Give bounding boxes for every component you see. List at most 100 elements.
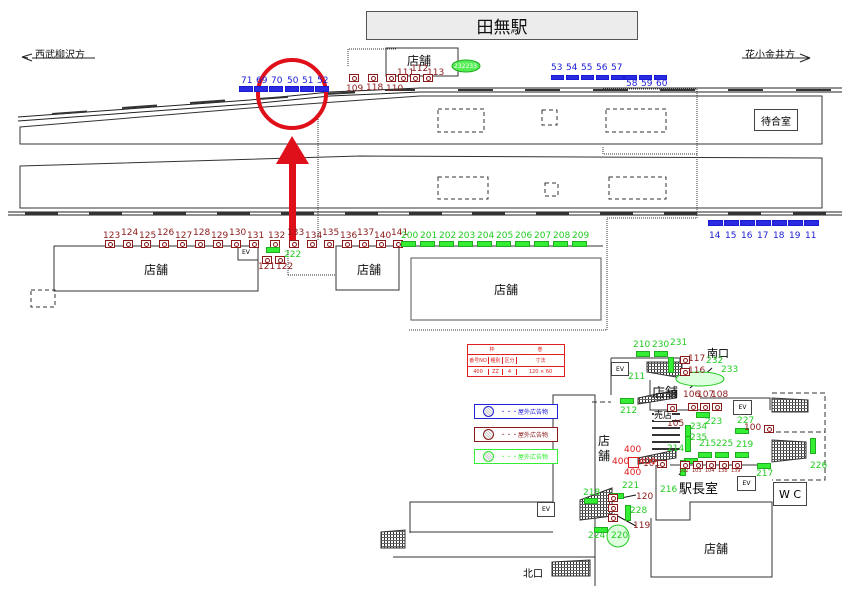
- red-ad-label: 400: [639, 457, 657, 467]
- brown-ad-marker-icon: [732, 461, 742, 469]
- brown-ad-marker-icon: [706, 461, 716, 469]
- red-ad-label: 400: [624, 445, 642, 455]
- brown-ad-marker-icon: [700, 403, 710, 411]
- arrow-right-icon: [742, 53, 811, 63]
- brown-ad-label: 112: [411, 64, 429, 74]
- station-master-room: 駅長室: [679, 482, 719, 497]
- spec-col-no: 番号NO: [468, 357, 489, 364]
- ev-label: EV: [733, 400, 752, 415]
- brown-ad-label: 127: [175, 231, 193, 241]
- green-ad-label: 227: [737, 416, 755, 426]
- brown-ad-label-small: 103: [692, 468, 702, 474]
- green-ad-marker: [515, 241, 530, 247]
- store-label-right: 店舗: [494, 283, 519, 297]
- blue-ad-label: 11: [805, 231, 817, 241]
- green-ad-marker: [625, 505, 631, 521]
- lower-platform-structures: [437, 176, 667, 200]
- blue-ad-label: 59: [641, 79, 653, 89]
- brown-ad-marker-icon: [275, 256, 285, 264]
- green-circle-ad-220: [606, 524, 630, 548]
- store-label-south: 店舗: [652, 386, 679, 401]
- store-label-vertical-2: 舗: [598, 449, 611, 463]
- direction-east: 花小金井方: [745, 50, 795, 61]
- brown-ad-label: 134: [305, 231, 323, 241]
- brown-ad-label: 110: [386, 84, 404, 94]
- brown-ad-label: 128: [193, 228, 211, 238]
- brown-ad-marker-icon: [368, 74, 378, 82]
- green-ad-label: 211: [628, 372, 646, 382]
- blue-ad-marker: [269, 86, 283, 92]
- legend-label: ・・・屋外広告物: [500, 432, 549, 439]
- blue-ad-label: 15: [725, 231, 737, 241]
- legend-label: ・・・屋外広告物: [500, 454, 549, 461]
- green-ad-label: 232: [706, 356, 724, 366]
- brown-ad-marker-icon: [608, 494, 618, 502]
- brown-ad-label: 132: [268, 231, 286, 241]
- blue-ad-label: 55: [581, 63, 593, 73]
- brown-ad-marker-icon: [657, 460, 667, 468]
- brown-ad-marker-icon: [688, 403, 698, 411]
- brown-ad-marker-icon: [410, 74, 420, 82]
- blue-ad-marker: [708, 220, 723, 226]
- green-ad-label: 202: [439, 231, 457, 241]
- green-ad-label: 207: [534, 231, 552, 241]
- green-ad-label: 204: [477, 231, 495, 241]
- brown-ad-marker-icon: [231, 240, 241, 248]
- green-ad-label: 215: [699, 439, 717, 449]
- green-ad-label: 212: [620, 406, 638, 416]
- green-ad-label: 208: [553, 231, 571, 241]
- green-ad-label: 210: [633, 340, 651, 350]
- spec-table: 枠 巻 番号NO 種別 区分 寸法 400 ZZ 4 120 × 60: [467, 344, 565, 377]
- blue-ad-label: 69: [256, 76, 268, 86]
- ev-label: EV: [611, 362, 629, 376]
- green-ad-label: 233: [721, 365, 739, 375]
- legend-brown: ・・・屋外広告物: [474, 427, 558, 442]
- spec-cell: 400: [468, 368, 489, 375]
- brown-ad-marker-icon: [307, 240, 317, 248]
- brown-ad-label: 108: [711, 390, 729, 400]
- brown-ad-marker-icon: [141, 240, 151, 248]
- store-label-left: 店舗: [144, 263, 169, 277]
- green-ad-label: 216: [660, 485, 678, 495]
- brown-ad-marker-icon: [608, 514, 618, 522]
- blue-ad-label: 16: [741, 231, 753, 241]
- green-ad-marker: [620, 398, 634, 404]
- brown-ad-label: 100: [744, 423, 762, 433]
- north-exit: 北口: [523, 569, 543, 580]
- highlight-arrow-head: [276, 136, 309, 164]
- green-ad-label: 205: [496, 231, 514, 241]
- blue-ad-marker: [239, 86, 253, 92]
- green-ad-label: 203: [458, 231, 476, 241]
- blue-ad-marker: [724, 220, 739, 226]
- brown-ad-marker-icon: [195, 240, 205, 248]
- brown-ad-marker-icon: [359, 240, 369, 248]
- blue-ad-marker: [315, 86, 329, 92]
- waiting-room: 待合室: [754, 109, 798, 131]
- legend-circle-icon: [483, 451, 494, 462]
- brown-ad-marker-icon: [386, 74, 396, 82]
- lower-track-ties: [25, 212, 826, 215]
- green-ad-label: 222: [284, 250, 302, 260]
- legend-circle-icon: [483, 406, 494, 417]
- brown-ad-label: 106: [683, 390, 701, 400]
- green-ad-marker: [654, 351, 668, 357]
- green-ad-marker: [553, 241, 568, 247]
- spec-col-size: 寸法: [535, 358, 546, 364]
- brown-ad-label: 120: [636, 492, 654, 502]
- green-ad-marker: [584, 498, 598, 504]
- green-ad-marker: [735, 452, 749, 458]
- brown-ad-label: 119: [633, 521, 651, 531]
- upper-track: [17, 87, 842, 122]
- spec-cell: 4: [503, 368, 517, 375]
- blue-ad-marker: [551, 75, 564, 80]
- red-ad-label: 400: [612, 457, 630, 467]
- green-ad-label: 223: [705, 417, 723, 427]
- brown-ad-label-small: 139: [731, 468, 741, 474]
- brown-ad-label: 141: [391, 228, 409, 238]
- green-ad-label: 224: [588, 531, 606, 541]
- blue-ad-marker: [624, 75, 637, 80]
- kiosk: 売店: [654, 411, 673, 421]
- blue-ad-label: 56: [596, 63, 608, 73]
- brown-ad-label: 118: [366, 83, 384, 93]
